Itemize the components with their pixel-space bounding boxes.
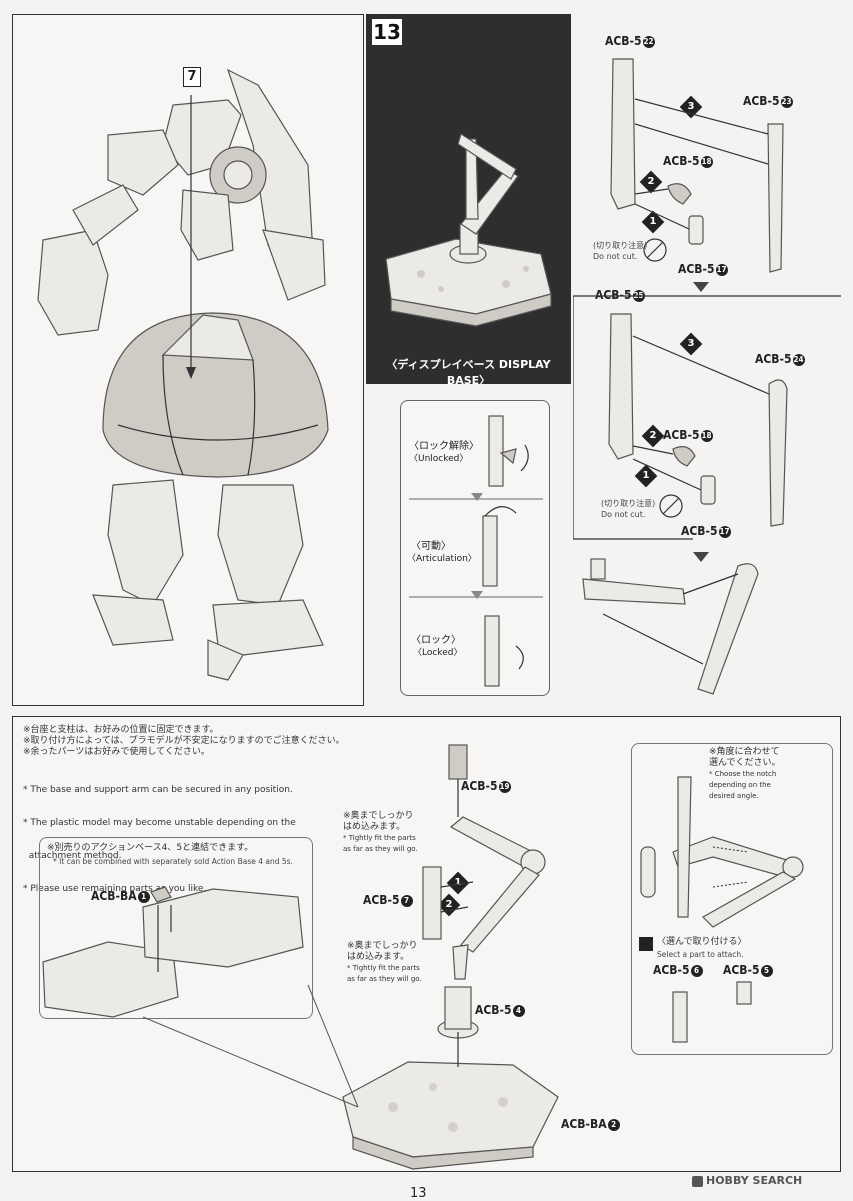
note-jp-1: ※台座と支柱は、お好みの位置に固定できます。 [23,725,219,735]
bottom-panel: ※台座と支柱は、お好みの位置に固定できます。 ※取り付け方によっては、プラモデル… [12,716,841,1172]
note-jp-2: ※取り付け方によっては、プラモデルが不安定になりますのでご注意ください。 [23,736,345,746]
notes-en: * The base and support arm can be secure… [23,763,296,917]
robot-illustration [37,68,329,681]
hobby-search-logo-icon [692,1175,703,1187]
do-not-cut-jp-b: (切り取り注意) [601,499,656,508]
state-locked-en: 〈Locked〉 [413,648,463,658]
lock-states-panel: 〈ロック解除〉 〈Unlocked〉 〈可動〉 〈Articulation〉 〈… [400,400,550,696]
arm-parts-illustration [573,58,841,695]
select-part-jp: 〈選んで取り付ける〉 [657,937,747,947]
state-locked-jp: 〈ロック〉 [411,635,461,646]
angle-select-box [631,743,833,1055]
display-base-panel: 13 〈ディスプレイベース DISPLAY BASE〉 [366,14,571,387]
step7-number: 7 [183,67,201,87]
do-not-cut-en-a: Do not cut. [593,252,638,261]
angle-note: ※角度に合わせて 選んでください。 * Choose the notch dep… [709,747,781,800]
note-en-1: * The base and support arm can be secure… [23,785,293,795]
note-jp-3: ※余ったパーツはお好みで使用してください。 [23,747,210,757]
separately-sold-en: * It can be combined with separately sol… [53,857,293,866]
select-part-icon [639,937,653,951]
page-number: 13 [410,1186,427,1201]
select-part-en: Select a part to attach. [657,950,744,959]
display-base-illustration [385,133,552,327]
state-unlocked-en: 〈Unlocked〉 [409,454,469,464]
fit-note-2: ※奥までしっかり はめ込みます。 * Tightly fit the parts… [347,941,422,983]
state-unlocked-jp: 〈ロック解除〉 [409,441,479,452]
fit-note-1: ※奥までしっかり はめ込みます。 * Tightly fit the parts… [343,811,418,853]
step13-number: 13 [372,19,402,45]
do-not-cut-jp-a: (切り取り注意) [593,241,648,250]
bottom-assembly-illustration [42,744,804,1170]
note-en-2: * The plastic model may become unstable … [23,818,296,828]
watermark: HOBBY SEARCH [692,1174,802,1187]
lock-states-illustration [409,415,543,687]
do-not-cut-en-b: Do not cut. [601,510,646,519]
step7-panel: 7 [12,14,364,706]
state-articulation-jp: 〈可動〉 [411,541,451,552]
note-en-3: attachment method. [23,851,122,861]
state-articulation-en: 〈Articulation〉 [407,554,477,564]
separately-sold-box [39,837,313,1019]
notes-jp: ※台座と支柱は、お好みの位置に固定できます。 ※取り付け方によっては、プラモデル… [23,725,345,758]
separately-sold-jp: ※別売りのアクションベース4、5と連結できます。 [47,843,254,853]
display-base-title: 〈ディスプレイベース DISPLAY BASE〉 [386,358,551,387]
